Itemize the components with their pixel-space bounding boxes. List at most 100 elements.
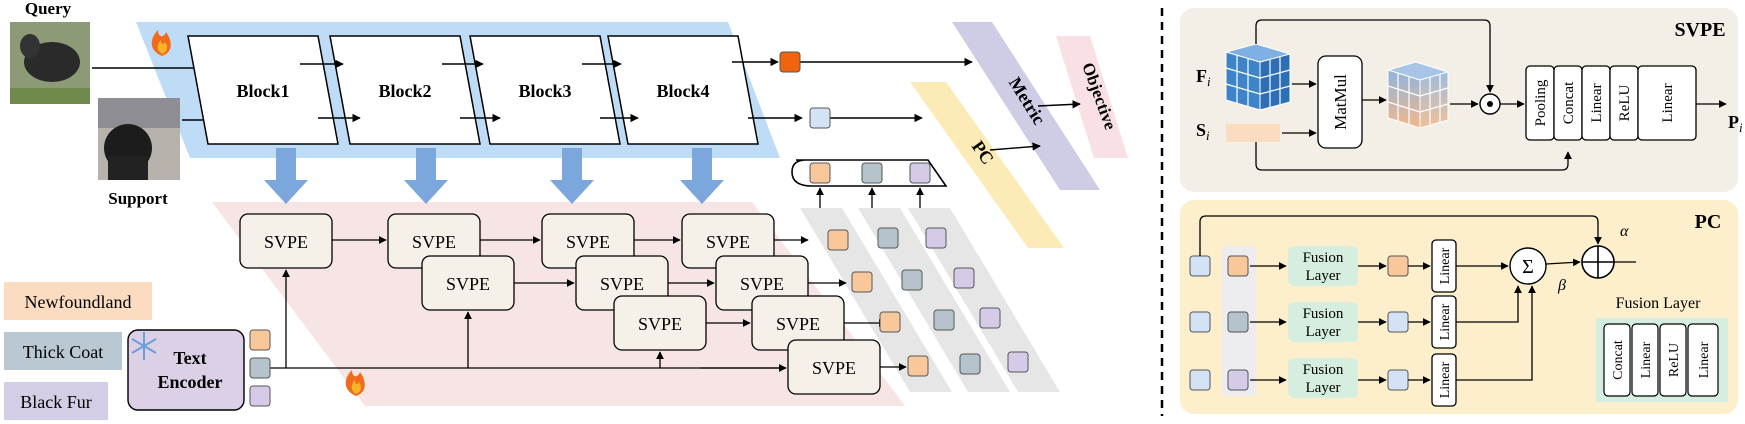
legend-op-label: ReLU (1667, 343, 1682, 377)
lane-token-slate (877, 227, 899, 249)
text-token-lavender (249, 385, 271, 407)
fusion-layer-box (1288, 358, 1358, 398)
pc-band (910, 82, 1064, 248)
fusion-label: Layer (1306, 324, 1341, 340)
lane-token-lavender (1007, 351, 1029, 373)
support-label: Support (108, 189, 168, 208)
legend-op-box (1659, 323, 1687, 397)
text-encoder (127, 329, 245, 411)
svpe-box-1 (239, 213, 333, 269)
lane-token-lavender (979, 307, 1001, 329)
input-token-blue (1189, 369, 1211, 391)
lane-token-orange (907, 355, 929, 377)
legend-op-box (1631, 323, 1659, 397)
svpe-text: SVPE (812, 358, 856, 378)
lane-token-orange (879, 311, 901, 333)
objective-band (1056, 36, 1128, 158)
block1-label: Block1 (236, 81, 289, 101)
lane-token-slate (959, 353, 981, 375)
text-encoder-label-line2: Encoder (158, 372, 223, 392)
linear-label: Linear (1438, 361, 1453, 398)
fused-token-orange (1387, 255, 1409, 277)
beta-symbol: β (1557, 277, 1566, 294)
plus-node-icon (1581, 245, 1615, 279)
sum-symbol: Σ (1522, 256, 1534, 278)
token-lanes (800, 208, 1060, 392)
text-token-slate (249, 357, 271, 379)
legend-op-label: Concat (1611, 340, 1626, 380)
lane-token-slate (901, 269, 923, 291)
svpe-text: SVPE (740, 274, 784, 294)
legend-op-label: Linear (1639, 341, 1654, 378)
block3 (469, 35, 621, 145)
block2 (329, 35, 481, 145)
legend-op-box (1603, 323, 1631, 397)
block4-label: Block4 (656, 81, 709, 101)
matmul-label: MatMul (1331, 74, 1350, 130)
sum-node (1509, 247, 1547, 285)
linear-label: Linear (1438, 247, 1453, 284)
prompt-token-orange (809, 162, 831, 184)
legend-op-label: Linear (1697, 341, 1712, 378)
fusion-layer-box (1288, 246, 1358, 286)
svpe-panel (1180, 8, 1738, 192)
fusion-label: Fusion (1303, 306, 1344, 322)
query-image (10, 22, 90, 104)
legend-op-box (1687, 323, 1719, 397)
attribute-tag-label: Thick Coat (23, 342, 103, 362)
prompt-token-slate (1227, 311, 1249, 333)
fusion-label: Layer (1306, 268, 1341, 284)
linear-box (1637, 65, 1697, 141)
feature-flow-arrows (264, 148, 724, 204)
query-feature-token (779, 51, 801, 73)
svpe-text: SVPE (264, 232, 308, 252)
svpe-text: SVPE (706, 232, 750, 252)
block1 (187, 35, 339, 145)
prompt-token-lavender (909, 162, 931, 184)
lane-token-lavender (925, 227, 947, 249)
svpe-text: SVPE (412, 232, 456, 252)
attribute-tag (4, 282, 152, 320)
product-dot (1487, 101, 1493, 107)
linear-label: Linear (1438, 303, 1453, 340)
support-feature-token (809, 107, 831, 129)
prompt-token-lavender (1227, 369, 1249, 391)
text-feature-bar (1226, 124, 1280, 142)
text-encoder-label-line1: Text (173, 348, 206, 368)
svpe-text: SVPE (446, 274, 490, 294)
op-label: Concat (1561, 81, 1577, 124)
input-token-blue (1189, 255, 1211, 277)
attribute-tag (4, 332, 122, 370)
attribute-tag-label: Newfoundland (25, 292, 132, 312)
fusion-layer-box (1288, 302, 1358, 342)
lane-token-orange (827, 229, 849, 251)
attribute-tag (4, 382, 108, 420)
f-symbol: Fi (1196, 66, 1211, 89)
block3-label: Block3 (518, 81, 571, 101)
op-label: Linear (1589, 83, 1605, 122)
lane-token-lavender (953, 267, 975, 289)
flame-icon (345, 370, 365, 396)
flame-icon (151, 30, 171, 56)
op-label: Linear (1660, 83, 1676, 122)
svpe-text: SVPE (600, 274, 644, 294)
fusion-legend-title: Fusion Layer (1616, 295, 1702, 312)
block4 (607, 35, 759, 145)
pc-panel-title: PC (1695, 211, 1722, 233)
svpe-text: SVPE (638, 314, 682, 334)
fusion-label: Fusion (1303, 362, 1344, 378)
text-token-orange (249, 329, 271, 351)
svpe-panel-title: SVPE (1674, 19, 1725, 41)
op-label: Pooling (1533, 79, 1549, 126)
svpe-text: SVPE (566, 232, 610, 252)
metric-band (952, 22, 1100, 190)
query-label: Query (25, 0, 72, 18)
attention-cube-icon (1386, 61, 1450, 129)
block2-label: Block2 (378, 81, 431, 101)
fusion-label: Layer (1306, 380, 1341, 396)
snowflake-icon (131, 332, 157, 360)
op-label: ReLU (1617, 85, 1633, 122)
attribute-tag-label: Black Fur (20, 392, 92, 412)
prompt-token-slate (861, 162, 883, 184)
